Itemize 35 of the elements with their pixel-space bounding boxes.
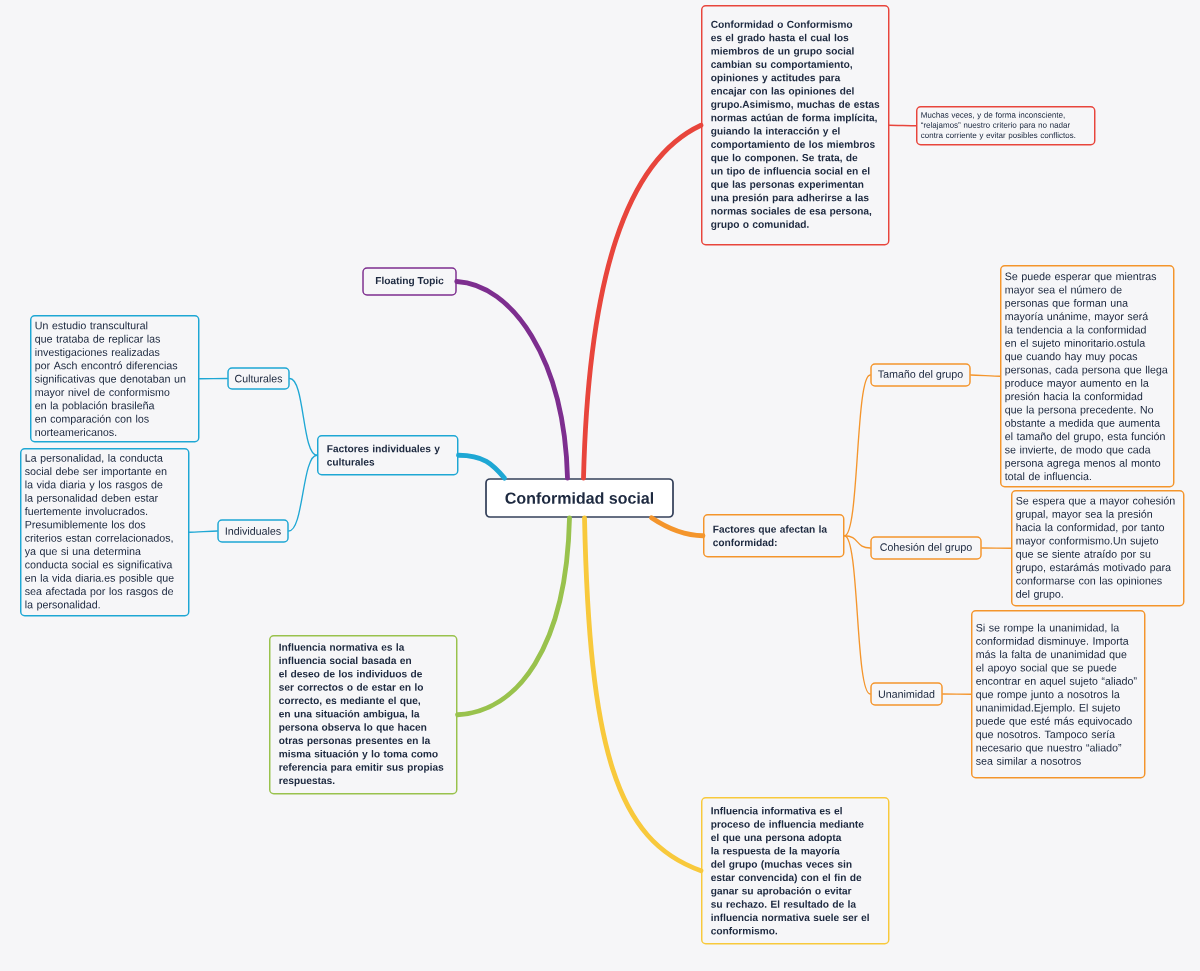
- branch-line: [843, 535, 871, 549]
- note-box: Se puede esperar que mientras mayor sea el número de personas que forman una mayoría unánime, mayor será la tendencia a la conformidad en el sujeto minoritario.ostula que cuando hay muy pocas personas, cada persona que llega produce mayor aumento en la presión hacia la conformidad que la persona precedente. No obstante a medida que aumenta el tamaño del grupo, esta función se invierte, de modo que cada persona agrega menos al monto total de influencia.: [1000, 265, 1175, 488]
- branch-line: [843, 374, 871, 537]
- note-box: Un estudio transcultural que trataba de replicar las investigaciones realizadas por Asch encontró diferencias significativas que denotaban un mayor nivel de conformismo en la población brasileña en comparación con los norteamericanos.: [30, 315, 200, 443]
- branch-line: [649, 515, 706, 539]
- branch-line: [581, 122, 704, 481]
- subtopic-box: Culturales: [227, 367, 290, 390]
- branch-line: [981, 547, 1012, 549]
- branch-line: [942, 693, 972, 695]
- branch-line: [198, 377, 228, 380]
- subtopic-box: Unanimidad: [870, 682, 943, 706]
- central-topic-box: Conformidad social: [485, 478, 674, 518]
- topic-box: Influencia normativa es la influencia social basada en el deseo de los individuos de ser correctos o de estar en lo correcto, es mediante el que, en una situación ambigua, la persona observa lo que hacen otras personas presentes en la misma situación y lo toma como referencia para emitir sus propias respuestas.: [269, 635, 458, 795]
- branch-line: [288, 454, 318, 532]
- branch-line: [289, 377, 318, 456]
- note-box: Si se rompe la unanimidad, la conformidad disminuye. Importa más la falta de unanimidad que el apoyo social que se puede encontrar en aquel sujeto “aliado” que rompe junto a nosotros la unanimidad.Ejemplo. El sujeto puede que esté más equivocado que nosotros. Tampoco sería necesario que nuestro “aliado” sea similar a nosotros: [971, 610, 1146, 779]
- topic-box: Conformidad o Conformismo es el grado hasta el cual los miembros de un grupo social cambian su comportamiento, opiniones y actitudes para encajar con las opiniones del grupo.Asimismo, muchas de estas normas actúan de forma implícita, guiando la interacción y el comportamiento de los miembros que lo componen. Se trata, de un tipo de influencia social en el que las personas experimentan una presión para adherirse a las normas sociales de esa persona, grupo o comunidad.: [701, 5, 890, 246]
- topic-box: Factores que afectan la conformidad:: [703, 514, 845, 558]
- branch-line: [970, 374, 1001, 377]
- branch-line: [582, 515, 704, 874]
- branch-line: [454, 279, 570, 481]
- subtopic-box: Individuales: [217, 519, 289, 543]
- branch-line: [888, 124, 917, 127]
- branch-line: [456, 452, 507, 481]
- note-box: Se espera que a mayor cohesión grupal, mayor sea la presión hacia la conformidad, por tanto mayor conformismo.Un sujeto que se siente atraído por su grupo, estarámás motivado para conformarse con las opiniones del grupo.: [1011, 490, 1185, 607]
- topic-box: Floating Topic: [362, 267, 457, 296]
- branch-line: [843, 535, 871, 695]
- branch-line: [455, 515, 572, 718]
- note-box: La personalidad, la conducta social debe ser importante en la vida diaria y los rasgos de la personalidad deben estar fuertemente involucrados. Presumiblemente los dos criterios estan correlacionados, ya que si una determina conducta social es significativa en la vida diaria.es posible que sea afectada por los rasgos de la personalidad.: [20, 448, 190, 617]
- subtopic-box: Cohesión del grupo: [870, 536, 982, 560]
- branch-line: [188, 530, 218, 533]
- topic-box: Influencia informativa es el proceso de influencia mediante el que una persona adopta la respuesta de la mayoría del grupo (muchas veces sin estar convencida) con el fin de ganar su aprobación o evitar su rechazo. El resultado de la influencia normativa suele ser el conformismo.: [701, 797, 890, 945]
- subtopic-box: Tamaño del grupo: [870, 363, 971, 387]
- note-box: Muchas veces, y de forma inconsciente, “relajamos” nuestro criterio para no nadar contra corriente y evitar posibles conflictos.: [916, 106, 1096, 146]
- topic-box: Factores individuales y culturales: [317, 435, 459, 476]
